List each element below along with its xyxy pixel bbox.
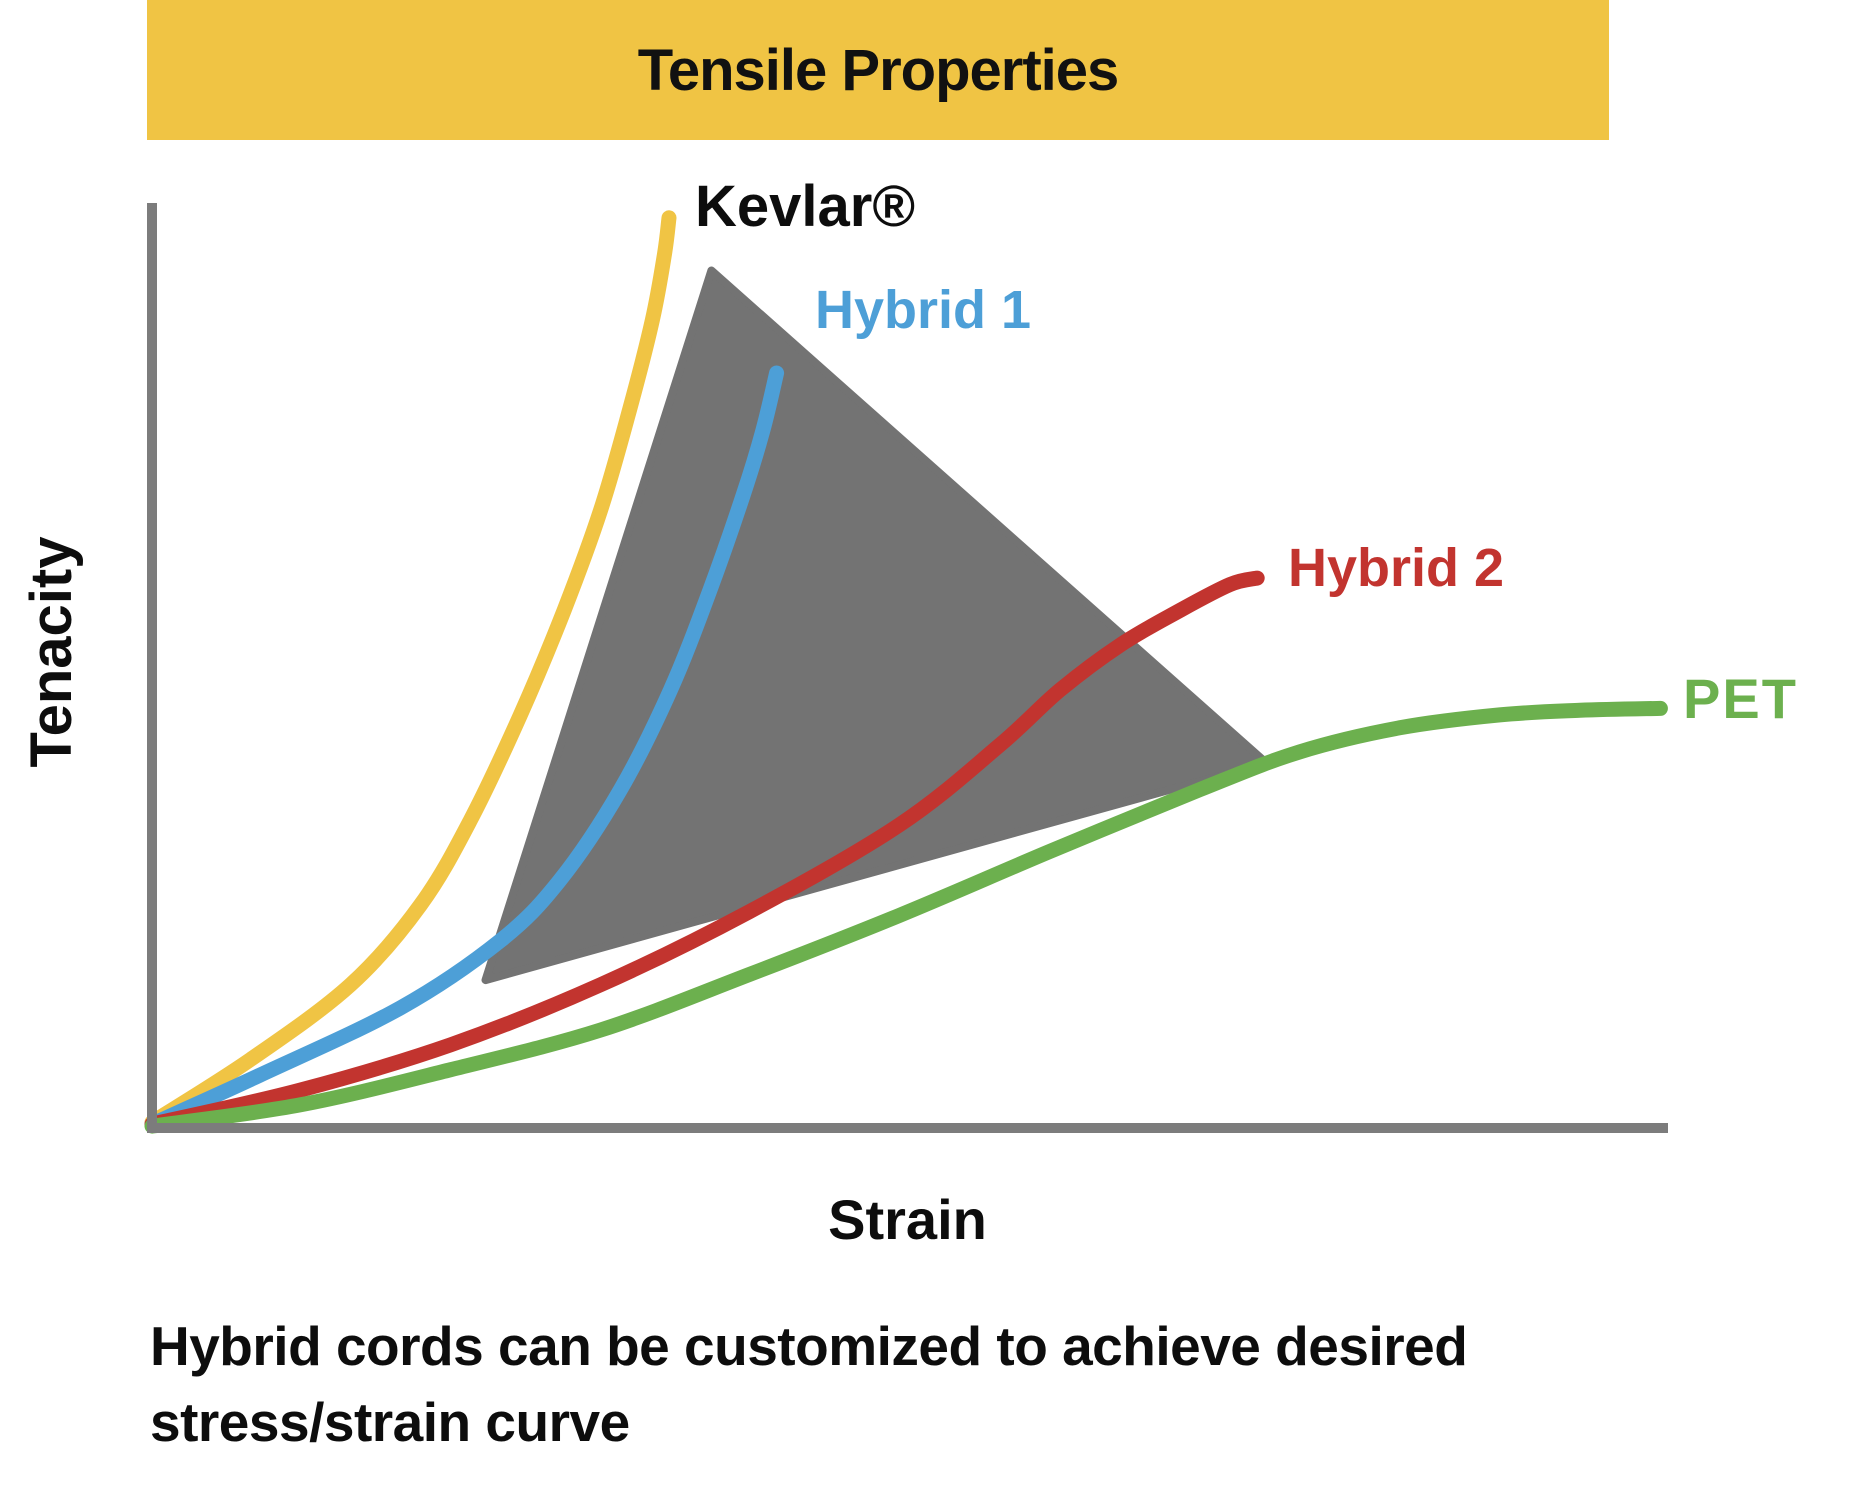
curve-hybrid-2 [144, 570, 1265, 1132]
curve-pet [144, 700, 1668, 1134]
envelope-triangle [481, 266, 1271, 985]
series-label-hybrid-2: Hybrid 2 [1288, 538, 1505, 598]
title-banner: Tensile Properties [147, 0, 1609, 140]
caption: Hybrid cords can be customized to achiev… [150, 1308, 1710, 1460]
series-label-pet: PET [1683, 667, 1798, 730]
series-label-hybrid-1: Hybrid 1 [815, 280, 1032, 340]
series-label-kevlar: Kevlar® [695, 174, 916, 239]
curve-kevlar [144, 210, 677, 1130]
curve-hybrid-1 [144, 365, 785, 1132]
caption-line-2: stress/strain curve [150, 1391, 630, 1453]
caption-line-1: Hybrid cords can be customized to achiev… [150, 1315, 1468, 1377]
x-axis-label: Strain [828, 1188, 987, 1251]
chart-title: Tensile Properties [637, 37, 1120, 103]
y-axis-label: Tenacity [19, 536, 84, 768]
